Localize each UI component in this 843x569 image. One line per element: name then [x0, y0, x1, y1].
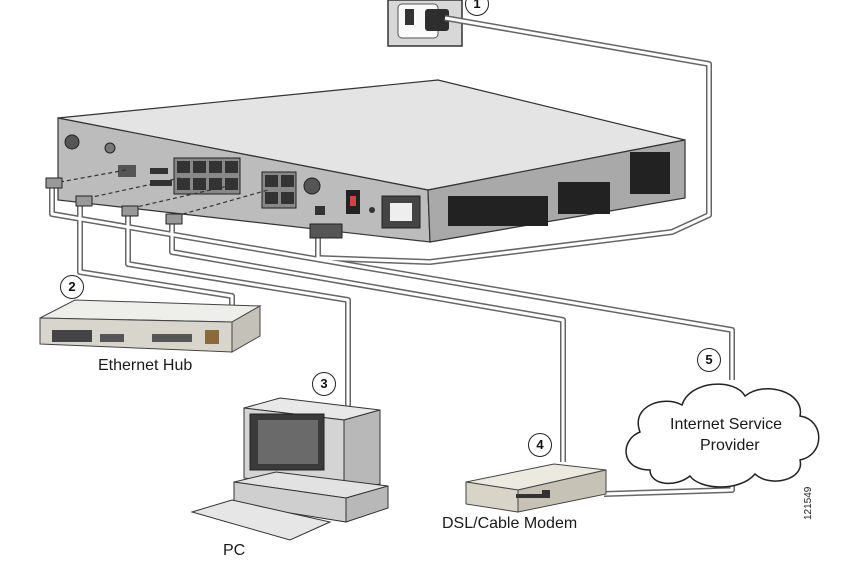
pc-label: PC — [223, 542, 246, 559]
pc — [190, 397, 389, 541]
callout-2: 2 — [60, 275, 84, 299]
vent-grille — [448, 152, 670, 226]
switch-ports — [173, 157, 241, 195]
modem-label: DSL/Cable Modem — [442, 515, 578, 532]
callout-4: 4 — [528, 433, 552, 457]
ethernet-hub — [39, 299, 262, 353]
isp-label-line1: Internet Service — [670, 416, 783, 433]
internet-cloud — [625, 383, 820, 488]
dsl-cable-modem — [465, 463, 607, 513]
isp-label-line2: Provider — [700, 437, 760, 454]
ethernet-hub-label: Ethernet Hub — [98, 357, 193, 374]
figure-id: 121549 — [803, 486, 814, 520]
callout-5: 5 — [697, 348, 721, 372]
callout-3: 3 — [312, 372, 336, 396]
router — [57, 79, 686, 243]
wall-outlet — [387, 0, 463, 47]
